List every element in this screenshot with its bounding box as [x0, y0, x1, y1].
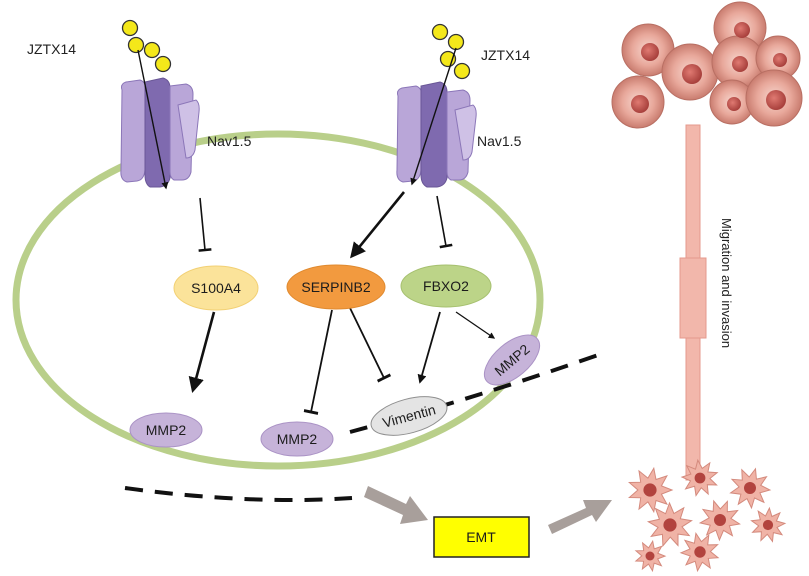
- mmp2-left-label: MMP2: [146, 422, 187, 438]
- mmp2-center-node: [260, 421, 334, 457]
- arrow-ligand-right-through-channel: [410, 47, 457, 186]
- fbxo2-label: FBXO2: [423, 278, 469, 294]
- serpinb2-label: SERPINB2: [301, 279, 370, 295]
- inhibit-serpinb2-to-vimentin: [349, 307, 392, 383]
- ligand-dots-right: [431, 23, 471, 80]
- tumor-cell-cluster-top: [611, 1, 803, 129]
- ligand-right-label: JZTX14: [481, 47, 530, 63]
- stellate-cell-cluster-bottom: [628, 458, 787, 573]
- stellate-cell-nucleus: [663, 518, 677, 532]
- inhibit-channel-to-s100a4: [198, 197, 212, 252]
- arrow-to-emt: [364, 486, 428, 524]
- mmp2-left-node: [129, 412, 203, 448]
- cell-membrane: [12, 130, 544, 470]
- migration-invasion-label: Migration and invasion: [719, 218, 734, 348]
- stellate-cell-nucleus: [714, 514, 726, 526]
- inhibit-serpinb2-to-mmp2: [303, 309, 333, 415]
- nav15-channel-right: [396, 81, 477, 188]
- channel-right-label: Nav1.5: [477, 133, 522, 149]
- nav15-channel-left: [120, 77, 200, 188]
- mmp2-right-node: [483, 334, 541, 386]
- emt-box: [433, 516, 530, 558]
- arrow-fbxo2-to-mmp2: [455, 311, 496, 339]
- mmp2-center-label: MMP2: [277, 431, 318, 447]
- stellate-cell-nucleus: [694, 546, 706, 558]
- stellate-cell-nucleus: [694, 472, 706, 484]
- ligand-dots-left: [121, 19, 172, 73]
- s100a4-label: S100A4: [191, 280, 241, 296]
- arrow-emt-to-cells: [548, 500, 612, 534]
- stellate-cell-nucleus: [762, 519, 774, 531]
- arrow-fbxo2-to-vimentin: [417, 311, 441, 384]
- emt-label: EMT: [466, 529, 496, 545]
- stellate-cell-nucleus: [643, 483, 657, 497]
- ecm-boundary-lower: [124, 486, 353, 503]
- arrow-ligand-left-through-channel: [137, 49, 169, 190]
- arrow-s100a4-to-mmp2: [188, 311, 216, 394]
- fbxo2-node: [400, 264, 492, 308]
- inhibit-channel-to-fbxo2: [436, 195, 453, 249]
- vimentin-node: [370, 396, 448, 436]
- arrow-channel-to-serpinb2: [350, 191, 406, 259]
- channel-left-label: Nav1.5: [207, 133, 252, 149]
- stellate-cell-nucleus: [645, 551, 655, 561]
- stellate-cell-nucleus: [744, 482, 756, 494]
- s100a4-node: [173, 265, 259, 311]
- migration-tube: [679, 124, 707, 481]
- serpinb2-node: [286, 264, 386, 310]
- ligand-left-label: JZTX14: [27, 41, 76, 57]
